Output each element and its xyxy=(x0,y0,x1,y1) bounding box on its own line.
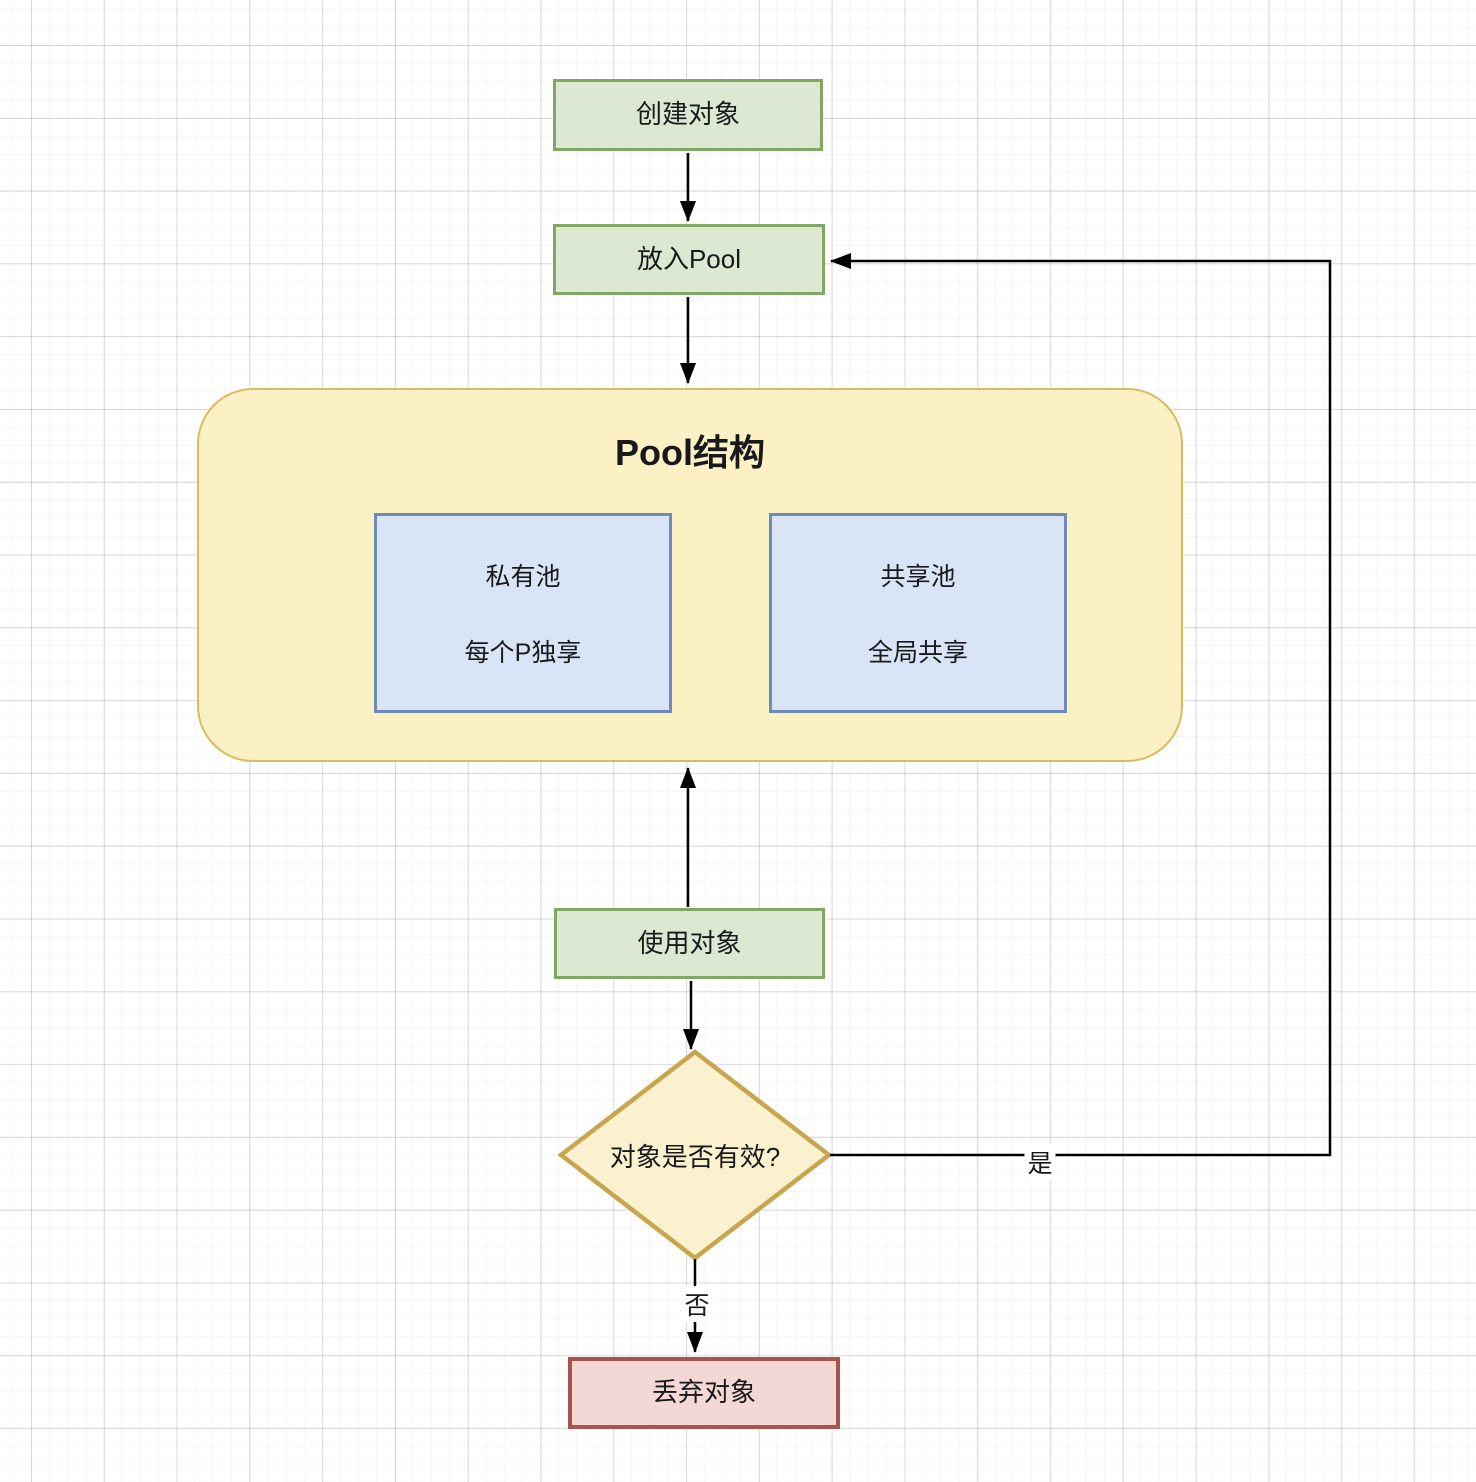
node-discard-object: 丢弃对象 xyxy=(568,1357,840,1429)
private-pool-box: 私有池 每个P独享 xyxy=(374,513,672,713)
node-create-object-label: 创建对象 xyxy=(635,99,740,130)
private-pool-name: 私有池 xyxy=(485,563,561,591)
private-pool-desc: 每个P独享 xyxy=(464,639,582,667)
decision-validity-check-label: 对象是否有效? xyxy=(609,1141,781,1172)
pool-structure-container: Pool结构 私有池 每个P独享 共享池 全局共享 xyxy=(197,388,1183,762)
node-use-object-label: 使用对象 xyxy=(637,927,742,958)
node-use-object: 使用对象 xyxy=(554,908,825,979)
edge-label-yes: 是 xyxy=(1024,1144,1056,1180)
pool-structure-title: Pool结构 xyxy=(615,432,765,473)
shared-pool-desc: 全局共享 xyxy=(867,639,968,667)
node-put-into-pool-label: 放入Pool xyxy=(636,243,742,274)
node-put-into-pool: 放入Pool xyxy=(553,224,825,295)
node-create-object: 创建对象 xyxy=(553,79,823,151)
decision-validity-check: 对象是否有效? xyxy=(559,1052,831,1258)
shared-pool-box: 共享池 全局共享 xyxy=(769,513,1067,713)
shared-pool-name: 共享池 xyxy=(880,563,956,591)
node-discard-object-label: 丢弃对象 xyxy=(651,1377,756,1408)
edge-label-no: 否 xyxy=(681,1286,713,1322)
